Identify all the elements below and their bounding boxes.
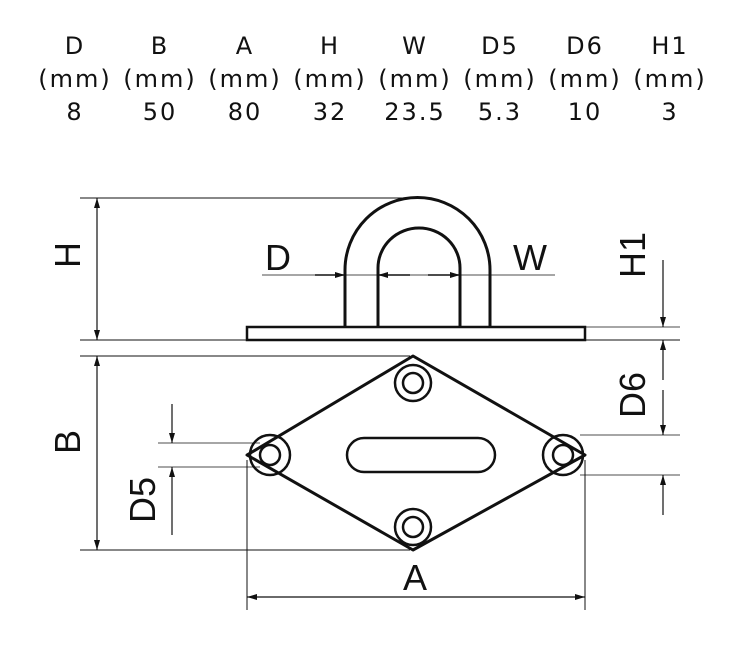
- label-h: H: [47, 242, 88, 268]
- column-name: H1: [651, 32, 689, 60]
- side-view: [80, 196, 680, 380]
- column-unit: (mm): [38, 65, 112, 93]
- base-plate: [245, 325, 587, 342]
- center-slot: [345, 436, 497, 474]
- column-value: 3: [661, 98, 679, 126]
- column-name: A: [235, 32, 255, 60]
- column-value: 32: [312, 98, 348, 126]
- column-name: D: [64, 32, 86, 60]
- column-unit: (mm): [463, 65, 537, 93]
- label-a: A: [403, 557, 427, 598]
- column-name: B: [150, 32, 170, 60]
- label-w: W: [513, 237, 547, 278]
- label-b: B: [47, 430, 88, 454]
- label-d: D: [265, 237, 291, 278]
- spec-column-b: B (mm) 50: [115, 30, 205, 129]
- column-value: 80: [227, 98, 263, 126]
- spec-column-h1: H1 (mm) 3: [625, 30, 715, 129]
- top-view: [80, 354, 680, 610]
- label-d5: D5: [122, 477, 163, 523]
- column-value: 50: [142, 98, 178, 126]
- column-unit: (mm): [208, 65, 282, 93]
- column-name: W: [402, 32, 428, 60]
- column-unit: (mm): [378, 65, 452, 93]
- label-h1: H1: [612, 232, 653, 278]
- spec-column-d: D (mm) 8: [30, 30, 120, 129]
- column-unit: (mm): [548, 65, 622, 93]
- spec-column-h: H (mm) 32: [285, 30, 375, 129]
- column-value: 5.3: [477, 98, 523, 126]
- spec-column-d6: D6 (mm) 10: [540, 30, 630, 129]
- column-name: H: [319, 32, 341, 60]
- column-value: 23.5: [384, 98, 446, 126]
- column-value: 10: [567, 98, 603, 126]
- column-unit: (mm): [123, 65, 197, 93]
- column-unit: (mm): [293, 65, 367, 93]
- column-unit: (mm): [633, 65, 707, 93]
- column-name: D6: [566, 32, 604, 60]
- rhombus-plate: [245, 354, 587, 552]
- spec-column-a: A (mm) 80: [200, 30, 290, 129]
- spec-column-w: W (mm) 23.5: [370, 30, 460, 129]
- spec-column-d5: D5 (mm) 5.3: [455, 30, 545, 129]
- mounting-holes: [248, 363, 585, 547]
- column-value: 8: [66, 98, 84, 126]
- label-d6: D6: [612, 372, 653, 418]
- column-name: D5: [481, 32, 519, 60]
